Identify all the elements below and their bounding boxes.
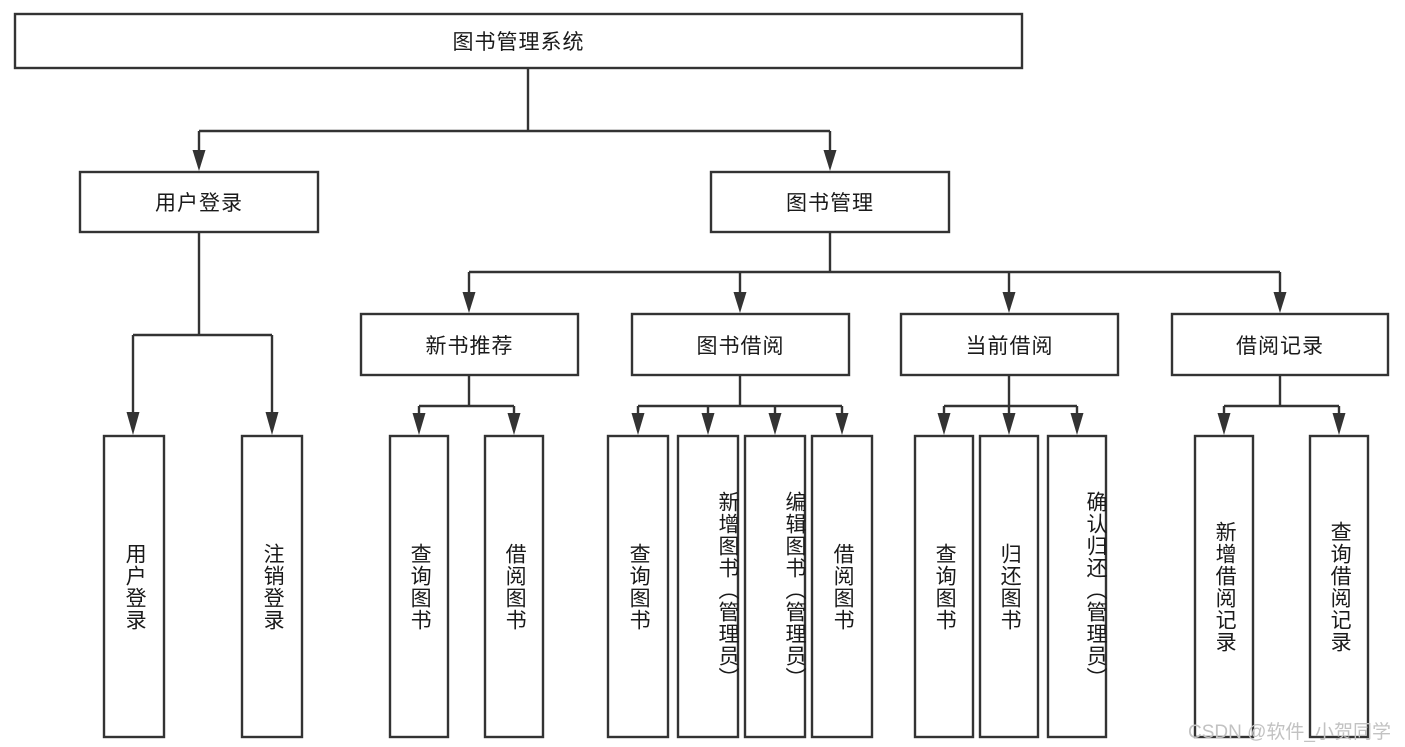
node-box-query-book-3[interactable] bbox=[913, 434, 975, 739]
arrow-to-return-book bbox=[1002, 413, 1016, 435]
node-box-return-book[interactable] bbox=[978, 434, 1040, 739]
arrow-to-new-book-recommend bbox=[462, 292, 476, 313]
node-box-query-book-1[interactable] bbox=[388, 434, 450, 739]
arrow-to-query-book-2 bbox=[631, 413, 645, 435]
node-box-add-borrow-record[interactable] bbox=[1193, 434, 1255, 739]
arrow-to-book-borrow bbox=[733, 292, 747, 313]
arrow-to-user-logout bbox=[265, 412, 279, 435]
node-box-root[interactable] bbox=[13, 12, 1024, 70]
node-box-borrow-record[interactable] bbox=[1170, 312, 1390, 377]
node-box-query-book-2[interactable] bbox=[606, 434, 670, 739]
arrow-to-borrow-book-1 bbox=[507, 413, 521, 435]
connector-layer bbox=[126, 68, 1346, 435]
arrow-to-user-login bbox=[192, 150, 206, 171]
node-box-borrow-book-2[interactable] bbox=[810, 434, 874, 739]
node-box-user-login-do[interactable] bbox=[102, 434, 166, 739]
node-box-book-borrow[interactable] bbox=[630, 312, 851, 377]
node-box-book-manage[interactable] bbox=[709, 170, 951, 234]
arrow-to-confirm-return bbox=[1070, 413, 1084, 435]
arrow-to-borrow-record bbox=[1273, 292, 1287, 313]
node-box-confirm-return[interactable] bbox=[1046, 434, 1108, 739]
arrow-to-add-borrow-record bbox=[1217, 413, 1231, 435]
node-box-edit-book[interactable] bbox=[743, 434, 807, 739]
arrow-to-add-book bbox=[701, 413, 715, 435]
arrow-to-query-book-3 bbox=[937, 413, 951, 435]
node-box-add-book[interactable] bbox=[676, 434, 740, 739]
arrow-to-user-login-do bbox=[126, 412, 140, 435]
arrow-to-query-book-1 bbox=[412, 413, 426, 435]
node-box-user-logout[interactable] bbox=[240, 434, 304, 739]
node-box-borrow-book-1[interactable] bbox=[483, 434, 545, 739]
node-box-current-borrow[interactable] bbox=[899, 312, 1120, 377]
node-box-user-login[interactable] bbox=[78, 170, 320, 234]
arrow-to-current-borrow bbox=[1002, 292, 1016, 313]
arrow-to-edit-book bbox=[768, 413, 782, 435]
node-box-new-book-recommend[interactable] bbox=[359, 312, 580, 377]
arrow-to-book-manage bbox=[823, 150, 837, 171]
arrow-to-query-borrow-record bbox=[1332, 413, 1346, 435]
arrow-to-borrow-book-2 bbox=[835, 413, 849, 435]
node-box-query-borrow-record[interactable] bbox=[1308, 434, 1370, 739]
node-layer bbox=[13, 12, 1390, 739]
watermark: CSDN @软件_小贺同学 bbox=[1188, 722, 1391, 743]
